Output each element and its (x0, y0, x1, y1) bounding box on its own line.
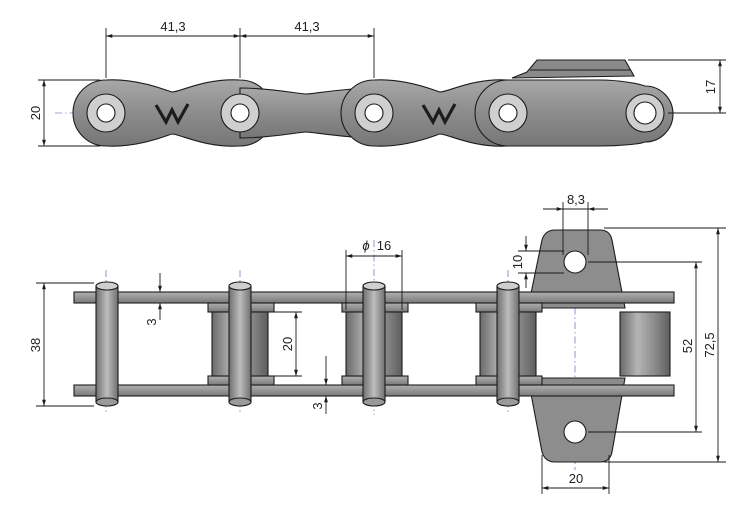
dim-plate-thickness-bottom: 3 (310, 402, 325, 409)
dim-overall-width: 38 (28, 338, 43, 352)
attachment-link-plate (474, 79, 674, 147)
attachment-hole-top (563, 250, 587, 274)
w-logo-right (421, 103, 457, 126)
attachment-wing-bottom (527, 377, 626, 463)
attachment-plate-top (511, 59, 635, 79)
pins (95, 281, 520, 407)
top-view: 41,3 41,3 20 17 (28, 19, 726, 147)
dim-attachment-hole-spacing: 52 (680, 339, 695, 353)
dim-roller-diameter: 16 (377, 238, 391, 253)
dim-attachment-overall-height: 72,5 (702, 332, 717, 357)
dim-attachment-width: 20 (569, 471, 583, 486)
w-logo-left (154, 103, 190, 126)
dim-pitch-1: 41,3 (160, 19, 185, 34)
dim-hole-width: 8,3 (567, 192, 585, 207)
side-view: 38 3 20 3 ϕ 16 8,3 10 (28, 192, 726, 494)
dim-inner-width: 20 (280, 337, 295, 351)
attachment-hole-bottom (563, 420, 587, 444)
top-pin-holes (86, 93, 665, 133)
dim-hole-offset: 10 (510, 255, 525, 269)
dim-plate-thickness-top: 3 (144, 318, 159, 325)
dim-plate-height: 20 (28, 106, 43, 120)
dim-pitch-2: 41,3 (294, 19, 319, 34)
dim-attachment-hole-height: 17 (703, 80, 718, 94)
roller-4 (619, 311, 671, 377)
dim-diameter-symbol: ϕ (362, 238, 369, 253)
